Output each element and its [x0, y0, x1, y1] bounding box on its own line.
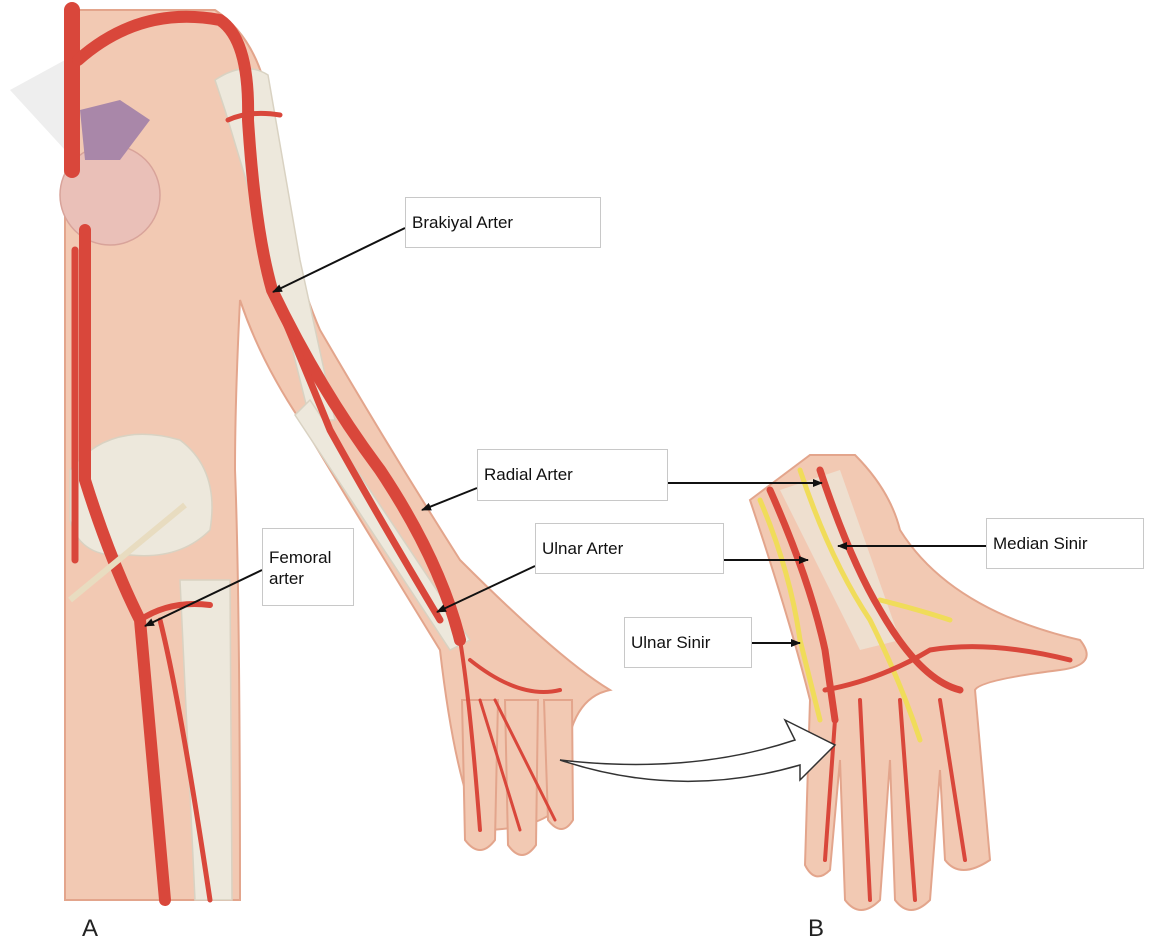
label-femoral-artery: Femoral arter	[262, 528, 354, 606]
watermark-shape	[10, 60, 65, 150]
connector-arrow	[560, 720, 835, 781]
panel-label-b: B	[808, 915, 824, 943]
label-ulnar-nerve: Ulnar Sinir	[624, 617, 752, 668]
panel-label-a: A	[82, 915, 98, 943]
label-radial-text: Radial Arter	[484, 465, 573, 484]
label-brachial-artery: Brakiyal Arter	[405, 197, 601, 248]
label-radial-artery: Radial Arter	[477, 449, 668, 501]
label-femoral-text: Femoral arter	[269, 548, 331, 588]
label-median-text: Median Sinir	[993, 534, 1088, 553]
label-median-nerve: Median Sinir	[986, 518, 1144, 569]
label-ulnar-artery: Ulnar Arter	[535, 523, 724, 574]
radial-pointer	[422, 488, 477, 510]
label-ulnar-artery-text: Ulnar Arter	[542, 539, 623, 558]
label-brachial-text: Brakiyal Arter	[412, 213, 513, 232]
label-ulnar-nerve-text: Ulnar Sinir	[631, 633, 710, 652]
